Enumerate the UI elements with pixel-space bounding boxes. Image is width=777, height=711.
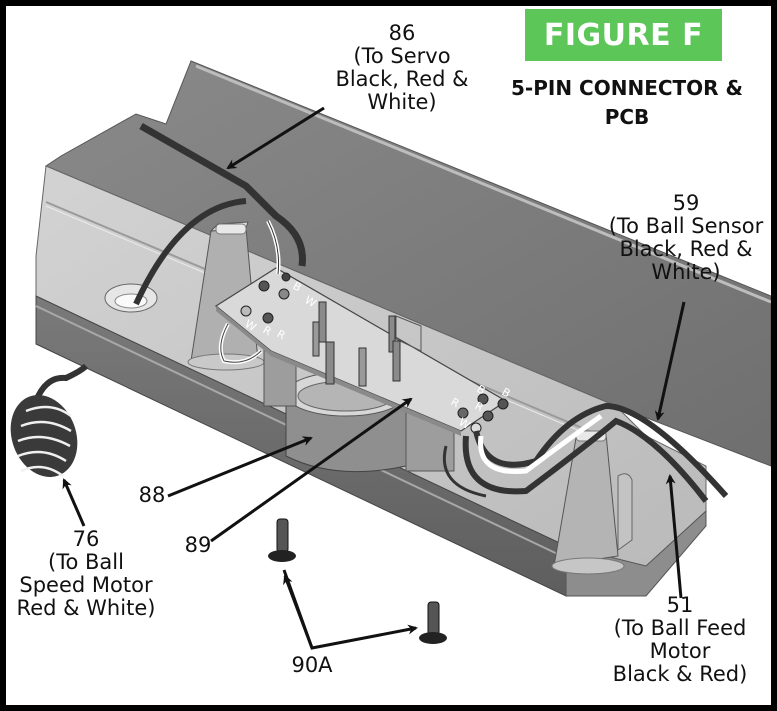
leader-86 xyxy=(226,106,325,170)
callout-line: Black & Red) xyxy=(612,662,748,686)
callout-89: 89 xyxy=(178,534,218,557)
pcb-board xyxy=(214,267,509,436)
connector-pins xyxy=(312,301,401,387)
leader-59 xyxy=(654,301,686,421)
ball-speed-motor-spring xyxy=(10,363,89,478)
callout-line: Red & White) xyxy=(16,596,156,620)
pcb-left-pads xyxy=(240,272,291,324)
leader-88 xyxy=(167,436,313,498)
callout-88: 88 xyxy=(132,484,172,507)
sensor-and-feed-wire-harness xyxy=(442,402,729,503)
callout-line: (To Ball Sensor xyxy=(608,214,764,238)
callout-76-ball-speed-motor: 76 (To Ball Speed Motor Red & White) xyxy=(6,528,166,620)
figure-badge: FIGURE F xyxy=(525,9,722,61)
servo-wire-harness xyxy=(133,122,306,365)
leader-89 xyxy=(210,397,413,543)
callout-51-ball-feed-motor: 51 (To Ball Feed Motor Black & Red) xyxy=(590,594,770,686)
callout-number: 86 xyxy=(388,21,416,45)
callout-line: Speed Motor xyxy=(19,573,153,597)
callout-number: 89 xyxy=(184,533,212,557)
callout-number: 76 xyxy=(72,527,100,551)
callout-number: 59 xyxy=(672,191,700,215)
callout-line: (To Ball xyxy=(48,550,124,574)
screw-90a-left xyxy=(268,518,296,562)
cylinder-base xyxy=(263,335,455,473)
callout-line: Black, Red & xyxy=(335,67,469,91)
leader-lines xyxy=(62,106,686,650)
callout-line: White) xyxy=(367,90,437,114)
callout-86-servo: 86 (To Servo Black, Red & White) xyxy=(312,22,492,114)
callout-number: 51 xyxy=(666,593,694,617)
callout-line: Motor xyxy=(649,639,711,663)
callout-line: White) xyxy=(651,260,721,284)
leader-76 xyxy=(62,478,86,527)
right-mounting-post xyxy=(551,430,633,575)
callout-59-ball-sensor: 59 (To Ball Sensor Black, Red & White) xyxy=(596,192,771,284)
callout-number: 88 xyxy=(138,483,166,507)
figure-subtitle-line: PCB xyxy=(604,105,650,129)
figure-subtitle: 5-PIN CONNECTOR & PCB xyxy=(492,74,762,132)
leader-51 xyxy=(665,474,683,599)
callout-90a-screws: 90A xyxy=(282,654,342,677)
screw-90a-right xyxy=(419,601,447,644)
figure-subtitle-line: 5-PIN CONNECTOR & xyxy=(511,76,743,100)
callout-line: (To Servo xyxy=(353,44,451,68)
callout-number: 90A xyxy=(291,653,333,677)
leader-90a xyxy=(282,569,418,650)
callout-line: Black, Red & xyxy=(619,237,753,261)
callout-line: (To Ball Feed xyxy=(613,616,747,640)
cable-hole xyxy=(104,283,158,313)
